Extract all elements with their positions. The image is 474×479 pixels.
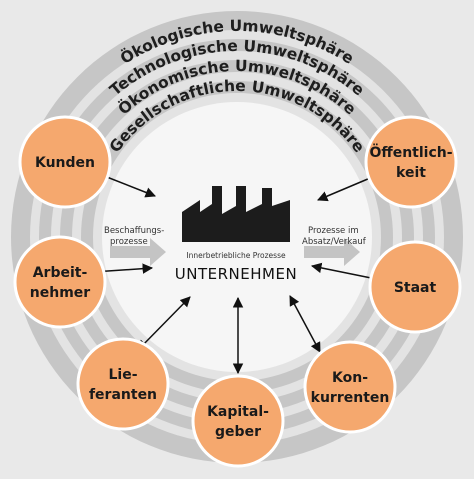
node-oeffentlichkeit-label-line2: keit bbox=[396, 165, 426, 181]
sales-label-line1: Prozesse im bbox=[308, 226, 359, 236]
stakeholder-nodes: Kunden Öffentlich- keit Arbeit- nehmer S… bbox=[13, 115, 462, 468]
node-konkurrenten-circle bbox=[303, 340, 397, 434]
node-lieferanten: Lie- feranten bbox=[76, 337, 170, 431]
node-arbeitnehmer-label-line1: Arbeit- bbox=[33, 265, 88, 281]
node-kapitalgeber-circle bbox=[191, 374, 285, 468]
node-konkurrenten-label-line1: Kon- bbox=[332, 370, 368, 386]
node-kapitalgeber: Kapital- geber bbox=[191, 374, 285, 468]
arrow-lieferanten bbox=[137, 296, 191, 351]
node-konkurrenten-label-line2: kurrenten bbox=[311, 390, 390, 406]
node-oeffentlichkeit: Öffentlich- keit bbox=[364, 115, 458, 209]
node-staat-label: Staat bbox=[394, 280, 437, 296]
sales-arrow-icon bbox=[304, 238, 360, 266]
process-arrows: Beschaffungs- prozesse Prozesse im Absat… bbox=[104, 226, 367, 266]
internal-processes-label: Innerbetriebliche Prozesse bbox=[186, 251, 286, 260]
company-title: UNTERNEHMEN bbox=[175, 265, 297, 283]
node-oeffentlichkeit-circle bbox=[364, 115, 458, 209]
node-arbeitnehmer: Arbeit- nehmer bbox=[13, 235, 107, 329]
node-kunden: Kunden bbox=[18, 115, 112, 209]
procurement-arrow-icon bbox=[110, 238, 166, 266]
node-kapitalgeber-label-line2: geber bbox=[215, 424, 261, 440]
node-kapitalgeber-label-line1: Kapital- bbox=[207, 404, 269, 420]
node-kunden-label: Kunden bbox=[35, 155, 95, 171]
company-center: Innerbetriebliche Prozesse UNTERNEHMEN bbox=[175, 186, 297, 283]
node-lieferanten-label-line1: Lie- bbox=[108, 367, 137, 383]
node-kunden-circle bbox=[18, 115, 112, 209]
node-konkurrenten: Kon- kurrenten bbox=[303, 340, 397, 434]
procurement-label-line1: Beschaffungs- bbox=[104, 226, 164, 236]
node-staat: Staat bbox=[368, 240, 462, 334]
node-arbeitnehmer-circle bbox=[13, 235, 107, 329]
sales-label-line2: Absatz/Verkauf bbox=[302, 237, 367, 247]
arrow-konkurrenten bbox=[289, 295, 321, 353]
node-lieferanten-circle bbox=[76, 337, 170, 431]
procurement-label-line2: prozesse bbox=[110, 237, 148, 247]
factory-icon bbox=[182, 186, 290, 242]
node-arbeitnehmer-label-line2: nehmer bbox=[30, 285, 91, 301]
node-staat-circle bbox=[368, 240, 462, 334]
node-lieferanten-label-line2: feranten bbox=[89, 387, 157, 403]
node-oeffentlichkeit-label-line1: Öffentlich- bbox=[369, 143, 452, 161]
